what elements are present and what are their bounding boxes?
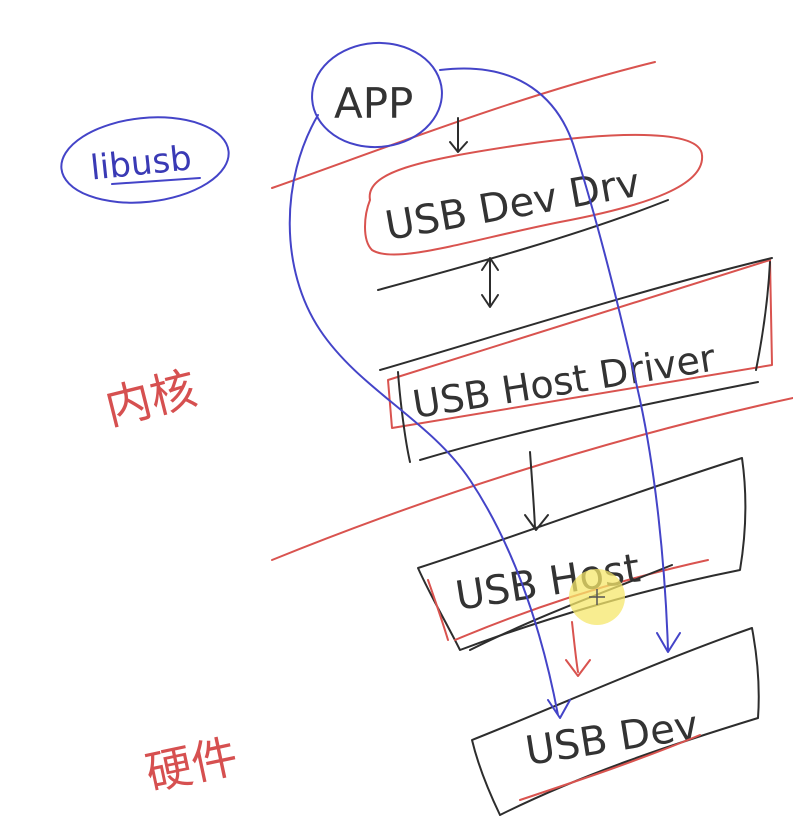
usb-host-driver-label: USB Host Driver bbox=[410, 336, 719, 427]
usb-dev-drv-underline bbox=[377, 199, 669, 291]
libusb-annotation: libusb bbox=[60, 116, 230, 204]
usb-dev-outline bbox=[471, 627, 760, 816]
libusb-path-right-arrow bbox=[439, 67, 681, 653]
usb-host-outline bbox=[417, 457, 747, 651]
usb-host-node: USB Host bbox=[417, 457, 747, 651]
app-ellipse bbox=[311, 41, 443, 149]
usb-host-driver-top-line bbox=[379, 257, 773, 371]
usb-dev-drv-node: USB Dev Drv bbox=[364, 133, 704, 291]
kernel-label: 内核 bbox=[100, 361, 202, 436]
hardware-label: 硬件 bbox=[141, 729, 242, 801]
libusb-path-left-arrow bbox=[288, 114, 571, 719]
usb-host-driver-right-line bbox=[755, 261, 771, 371]
usb-host-driver-bottom-line bbox=[419, 381, 759, 461]
cursor-crosshair-icon bbox=[589, 589, 605, 605]
usb-dev-drv-label: USB Dev Drv bbox=[382, 160, 644, 250]
usb-host-driver-node: USB Host Driver bbox=[379, 257, 773, 463]
arrow-hostdriver-to-host bbox=[524, 451, 549, 531]
usb-dev-drv-outline bbox=[364, 133, 704, 256]
usb-host-driver-outline bbox=[387, 259, 773, 429]
usb-dev-label: USB Dev bbox=[522, 702, 701, 775]
libusb-ellipse bbox=[60, 116, 230, 204]
layer-separator-kernel-hardware bbox=[271, 397, 793, 561]
usb-dev-node: USB Dev bbox=[471, 627, 760, 816]
arrow-app-to-devdrv bbox=[449, 117, 468, 153]
app-label: APP bbox=[334, 79, 413, 128]
layer-separator-user-kernel bbox=[271, 61, 656, 189]
usb-host-driver-left-line bbox=[397, 371, 411, 463]
arrow-host-to-dev-red bbox=[565, 621, 591, 677]
usb-dev-underline bbox=[519, 734, 701, 801]
libusb-underline bbox=[111, 177, 201, 185]
app-node: APP bbox=[311, 41, 443, 149]
arrow-devdrv-hostdriver bbox=[481, 257, 499, 308]
